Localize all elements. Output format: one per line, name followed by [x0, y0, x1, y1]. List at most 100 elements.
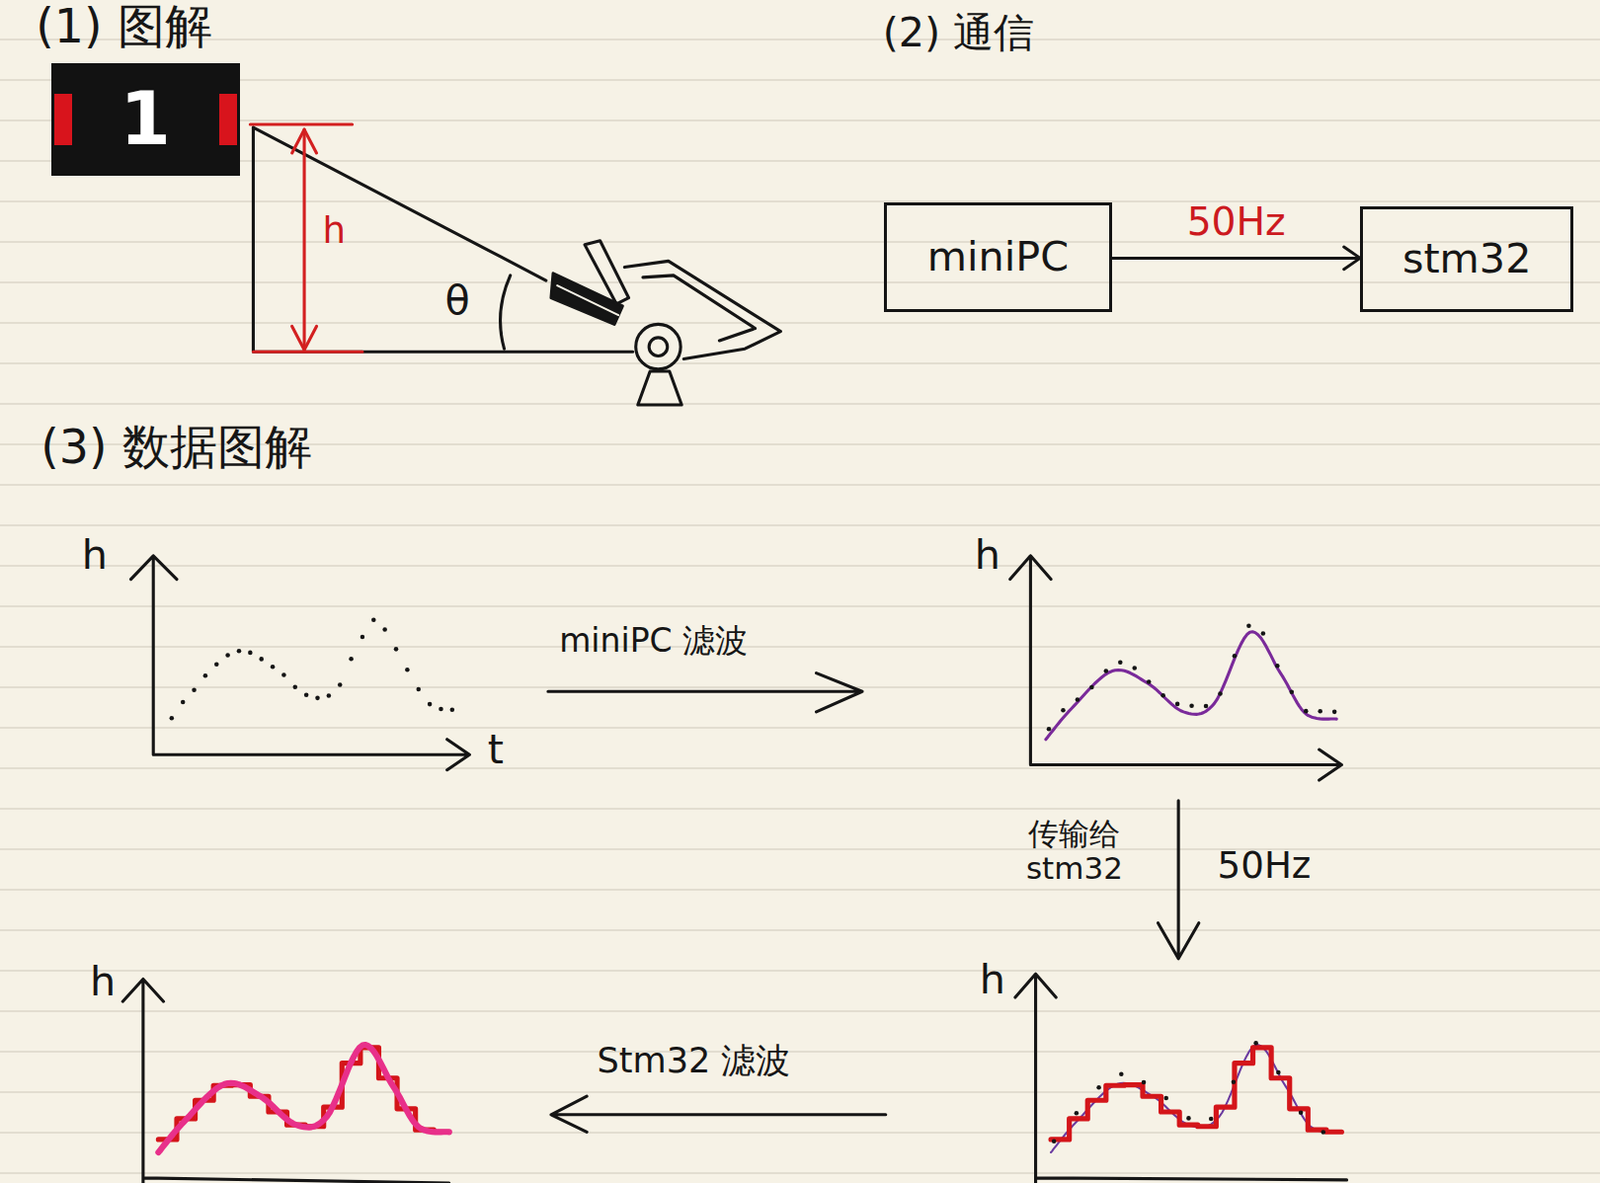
- smoothed-curve: [1050, 1044, 1342, 1153]
- sight-line: [252, 127, 546, 281]
- data-point: [1160, 693, 1166, 699]
- data-point: [247, 650, 253, 656]
- height-dimension: [249, 124, 363, 352]
- data-point: [1261, 631, 1267, 637]
- section-heading: (3) 数据图解: [40, 420, 312, 476]
- data-point: [1146, 679, 1152, 685]
- arrowhead: [1344, 246, 1361, 270]
- arrow-label: miniPC 滤波: [559, 622, 748, 660]
- data-point: [270, 664, 276, 670]
- data-point: [1089, 685, 1095, 691]
- data-point: [450, 707, 456, 713]
- chart-axes: [131, 556, 471, 771]
- data-point: [1276, 1070, 1281, 1076]
- callout-number: 1: [119, 79, 171, 160]
- flow-arrow: [551, 1096, 886, 1132]
- turret-base: [638, 371, 682, 405]
- data-point: [237, 648, 242, 654]
- data-point: [1096, 1085, 1102, 1091]
- chart-curves: [158, 617, 1342, 1153]
- data-point: [404, 667, 410, 673]
- axis-label: h: [974, 532, 1001, 580]
- connector-arrow: [1112, 246, 1360, 270]
- chart-axes: [1010, 556, 1343, 781]
- data-point: [337, 682, 343, 688]
- process-box: miniPC: [883, 202, 1113, 314]
- data-point: [203, 673, 209, 679]
- smoothed-curve: [1045, 632, 1337, 740]
- data-point: [1118, 659, 1123, 665]
- dimension-arrowheads: [292, 129, 318, 350]
- data-point: [371, 617, 377, 623]
- data-point: [1203, 704, 1209, 710]
- data-point: [415, 687, 421, 693]
- data-point: [1186, 1116, 1192, 1121]
- badge-bar: [54, 93, 73, 146]
- triangle-legs: [252, 127, 633, 352]
- sampled-steps: [1050, 1047, 1342, 1140]
- data-point: [438, 707, 444, 713]
- dimension-label: h: [321, 209, 346, 252]
- number-badge: 1: [51, 63, 240, 176]
- turret-barrel: [551, 273, 623, 325]
- box-label: miniPC: [927, 235, 1069, 280]
- data-point: [1131, 665, 1137, 671]
- chart-axes: [1015, 973, 1348, 1183]
- data-point: [214, 661, 220, 667]
- angle-arc: [500, 275, 511, 349]
- data-point: [1298, 1110, 1304, 1116]
- section-heading: (2) 通信: [882, 9, 1036, 58]
- data-point: [1046, 726, 1052, 732]
- data-point: [1163, 1096, 1169, 1102]
- data-point: [293, 684, 299, 690]
- section-heading: (1) 图解: [35, 0, 212, 55]
- rate-label: 50Hz: [1187, 199, 1286, 244]
- data-point: [1217, 691, 1223, 697]
- turret-fin: [584, 240, 629, 305]
- data-point: [1303, 709, 1309, 715]
- chart-axes: [122, 978, 449, 1183]
- data-point: [1208, 1117, 1214, 1122]
- data-point: [1104, 668, 1110, 674]
- data-point: [1332, 710, 1338, 716]
- turret-pivot: [636, 323, 681, 369]
- data-point: [394, 646, 400, 652]
- data-point: [1189, 703, 1195, 709]
- data-point: [281, 672, 287, 678]
- data-point: [1321, 1129, 1327, 1135]
- data-point: [1075, 697, 1081, 703]
- data-point: [225, 652, 231, 658]
- data-point: [360, 635, 366, 640]
- flow-arrow: [1157, 800, 1199, 960]
- data-point: [1275, 663, 1280, 669]
- data-point: [1141, 1080, 1147, 1086]
- data-point: [1289, 689, 1295, 695]
- axis-label: t: [487, 726, 504, 775]
- data-point: [1119, 1072, 1124, 1078]
- data-point: [258, 656, 264, 662]
- badge-bar: [219, 93, 238, 146]
- rate-label: 50Hz: [1217, 844, 1312, 887]
- data-point: [348, 656, 354, 662]
- data-point: [427, 702, 433, 708]
- process-box: stm32: [1360, 206, 1574, 313]
- data-point: [326, 693, 332, 699]
- data-point: [180, 700, 186, 706]
- box-label: stm32: [1402, 237, 1532, 282]
- data-point: [1051, 1139, 1057, 1145]
- data-point: [1074, 1111, 1080, 1117]
- flow-arrow: [548, 673, 863, 713]
- turret-armor: [624, 260, 781, 359]
- data-point: [382, 627, 388, 633]
- data-point: [1317, 709, 1323, 715]
- smoothed-curve: [158, 1044, 449, 1153]
- data-point: [191, 687, 197, 693]
- data-point: [169, 716, 175, 721]
- connector-line: [1112, 256, 1360, 260]
- arrow-label: Stm32 滤波: [596, 1040, 791, 1081]
- axis-label: h: [979, 957, 1006, 1005]
- angle-label: θ: [444, 277, 470, 325]
